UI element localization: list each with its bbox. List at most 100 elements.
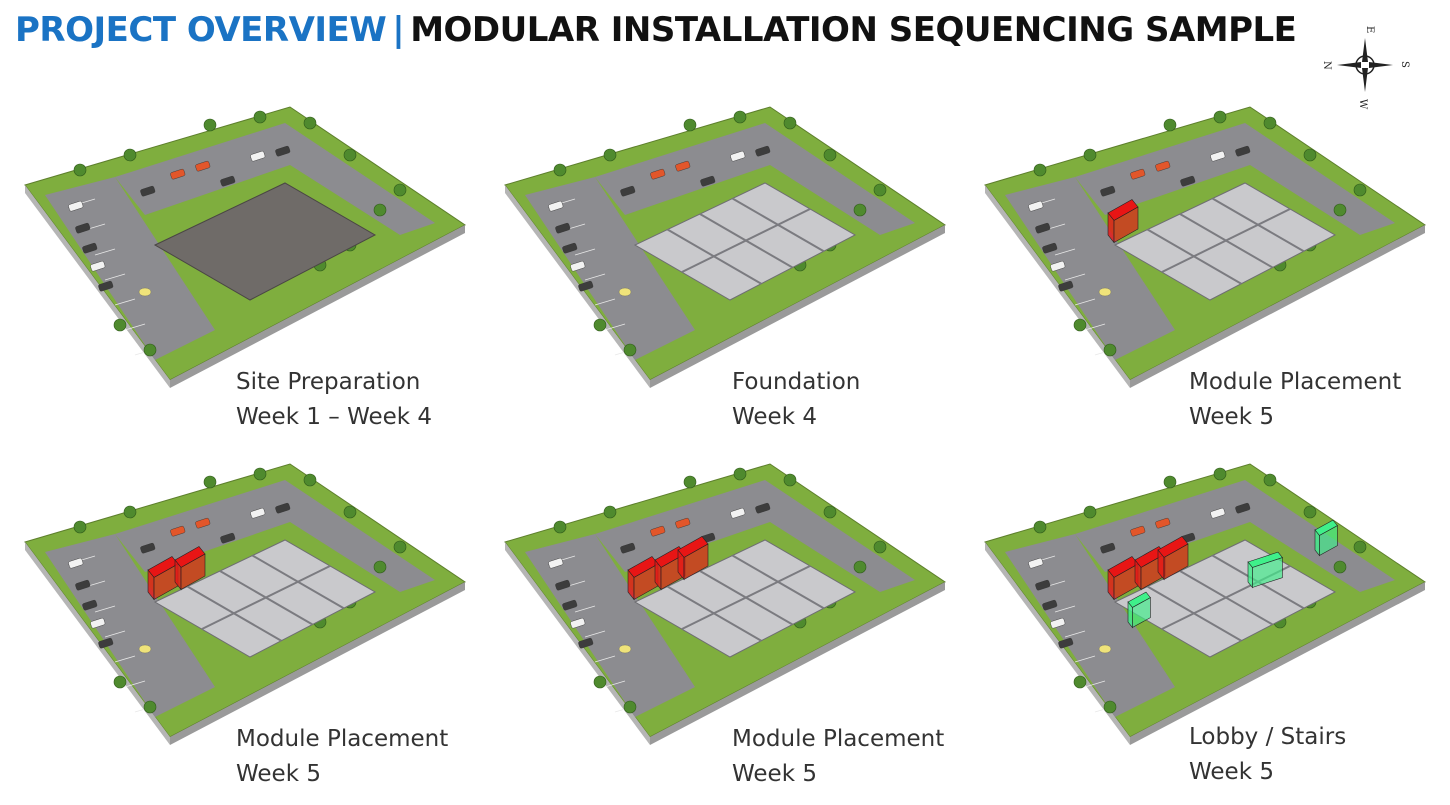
car [562, 599, 578, 611]
compass-west: W [1357, 99, 1368, 110]
tree [603, 148, 617, 162]
parking-stripe [124, 680, 146, 688]
parking-stripe [1084, 323, 1106, 331]
tree [303, 473, 317, 487]
title-secondary: MODULAR INSTALLATION SEQUENCING SAMPLE [410, 10, 1297, 50]
parking-stripe [594, 655, 616, 663]
car [1235, 502, 1251, 514]
red-module [627, 556, 659, 601]
car [1155, 160, 1171, 172]
tree [853, 203, 867, 217]
parking-stripe [114, 655, 136, 663]
parking-stripe [594, 298, 616, 306]
car [1130, 168, 1146, 180]
car [1050, 260, 1066, 272]
tree [1263, 473, 1277, 487]
car [1035, 579, 1051, 591]
tree [253, 467, 267, 481]
tree [733, 110, 747, 124]
parcel-edge [170, 582, 465, 745]
car [98, 280, 114, 292]
parking-stripe [1064, 630, 1086, 638]
tree [73, 163, 87, 177]
tree [143, 343, 157, 357]
tree [683, 475, 697, 489]
tree [203, 118, 217, 132]
car [555, 222, 571, 234]
car [620, 542, 636, 554]
stage-caption: Module Placement Week 5 [1189, 365, 1401, 435]
tree [203, 475, 217, 489]
car [82, 242, 98, 254]
compass-south: S [1399, 61, 1410, 68]
gravel-pad [153, 182, 377, 301]
tree [123, 505, 137, 519]
parking-lot-west [45, 177, 215, 360]
stage-caption: Site Preparation Week 1 – Week 4 [236, 365, 432, 435]
car [1042, 599, 1058, 611]
stage-name: Foundation [732, 369, 861, 395]
car [1180, 175, 1196, 187]
green-module [1127, 591, 1151, 629]
tree [343, 148, 357, 162]
red-module [1157, 536, 1189, 581]
tree [1353, 540, 1367, 554]
tree [113, 675, 127, 689]
tree [373, 560, 387, 574]
car [730, 150, 746, 162]
car [618, 287, 632, 297]
stage-week: Week 5 [1189, 404, 1274, 430]
red-module [174, 546, 206, 591]
parcel-edge [25, 185, 170, 388]
tree [683, 118, 697, 132]
compass-north: N [1321, 61, 1332, 70]
tree [343, 505, 357, 519]
tree [623, 700, 637, 714]
parking-stripe [1064, 273, 1086, 281]
tree [593, 675, 607, 689]
site-render-image [984, 106, 1426, 388]
tree [783, 473, 797, 487]
car [755, 145, 771, 157]
car [730, 507, 746, 519]
tree [1353, 183, 1367, 197]
tree [1263, 116, 1277, 130]
page-title: PROJECT OVERVIEW|MODULAR INSTALLATION SE… [15, 10, 1297, 50]
tree [873, 540, 887, 554]
parcel-edge [650, 225, 945, 388]
tree [553, 520, 567, 534]
stage-panel-lobby-stairs: Lobby / Stairs Week 5 [980, 452, 1450, 792]
tree [1213, 110, 1227, 124]
car [90, 617, 106, 629]
title-primary: PROJECT OVERVIEW [15, 10, 387, 50]
car [578, 637, 594, 649]
stage-week: Week 5 [732, 761, 817, 787]
car [1058, 280, 1074, 292]
parking-stripe [1054, 605, 1076, 613]
tree [603, 505, 617, 519]
car [570, 617, 586, 629]
car [195, 517, 211, 529]
foundation-wall [1161, 208, 1291, 273]
tree [853, 560, 867, 574]
tree [73, 520, 87, 534]
stage-panel-module-placement-3: Module Placement Week 5 [500, 452, 970, 792]
tree [1213, 467, 1227, 481]
parking-lot-west [1005, 534, 1175, 717]
stage-week: Week 5 [1189, 759, 1274, 785]
tree [1073, 675, 1087, 689]
foundation-wall [201, 565, 331, 630]
parking-lot-west [45, 534, 215, 717]
site-render-image [24, 463, 466, 745]
car [675, 517, 691, 529]
car [220, 532, 236, 544]
parcel-edge [170, 225, 465, 388]
tree [1073, 318, 1087, 332]
stage-panel-module-placement-1: Module Placement Week 5 [980, 95, 1450, 435]
car [700, 175, 716, 187]
parcel-edge [1130, 582, 1425, 745]
parcel-edge [505, 542, 650, 745]
tree [1303, 505, 1317, 519]
car [1155, 517, 1171, 529]
car [170, 168, 186, 180]
